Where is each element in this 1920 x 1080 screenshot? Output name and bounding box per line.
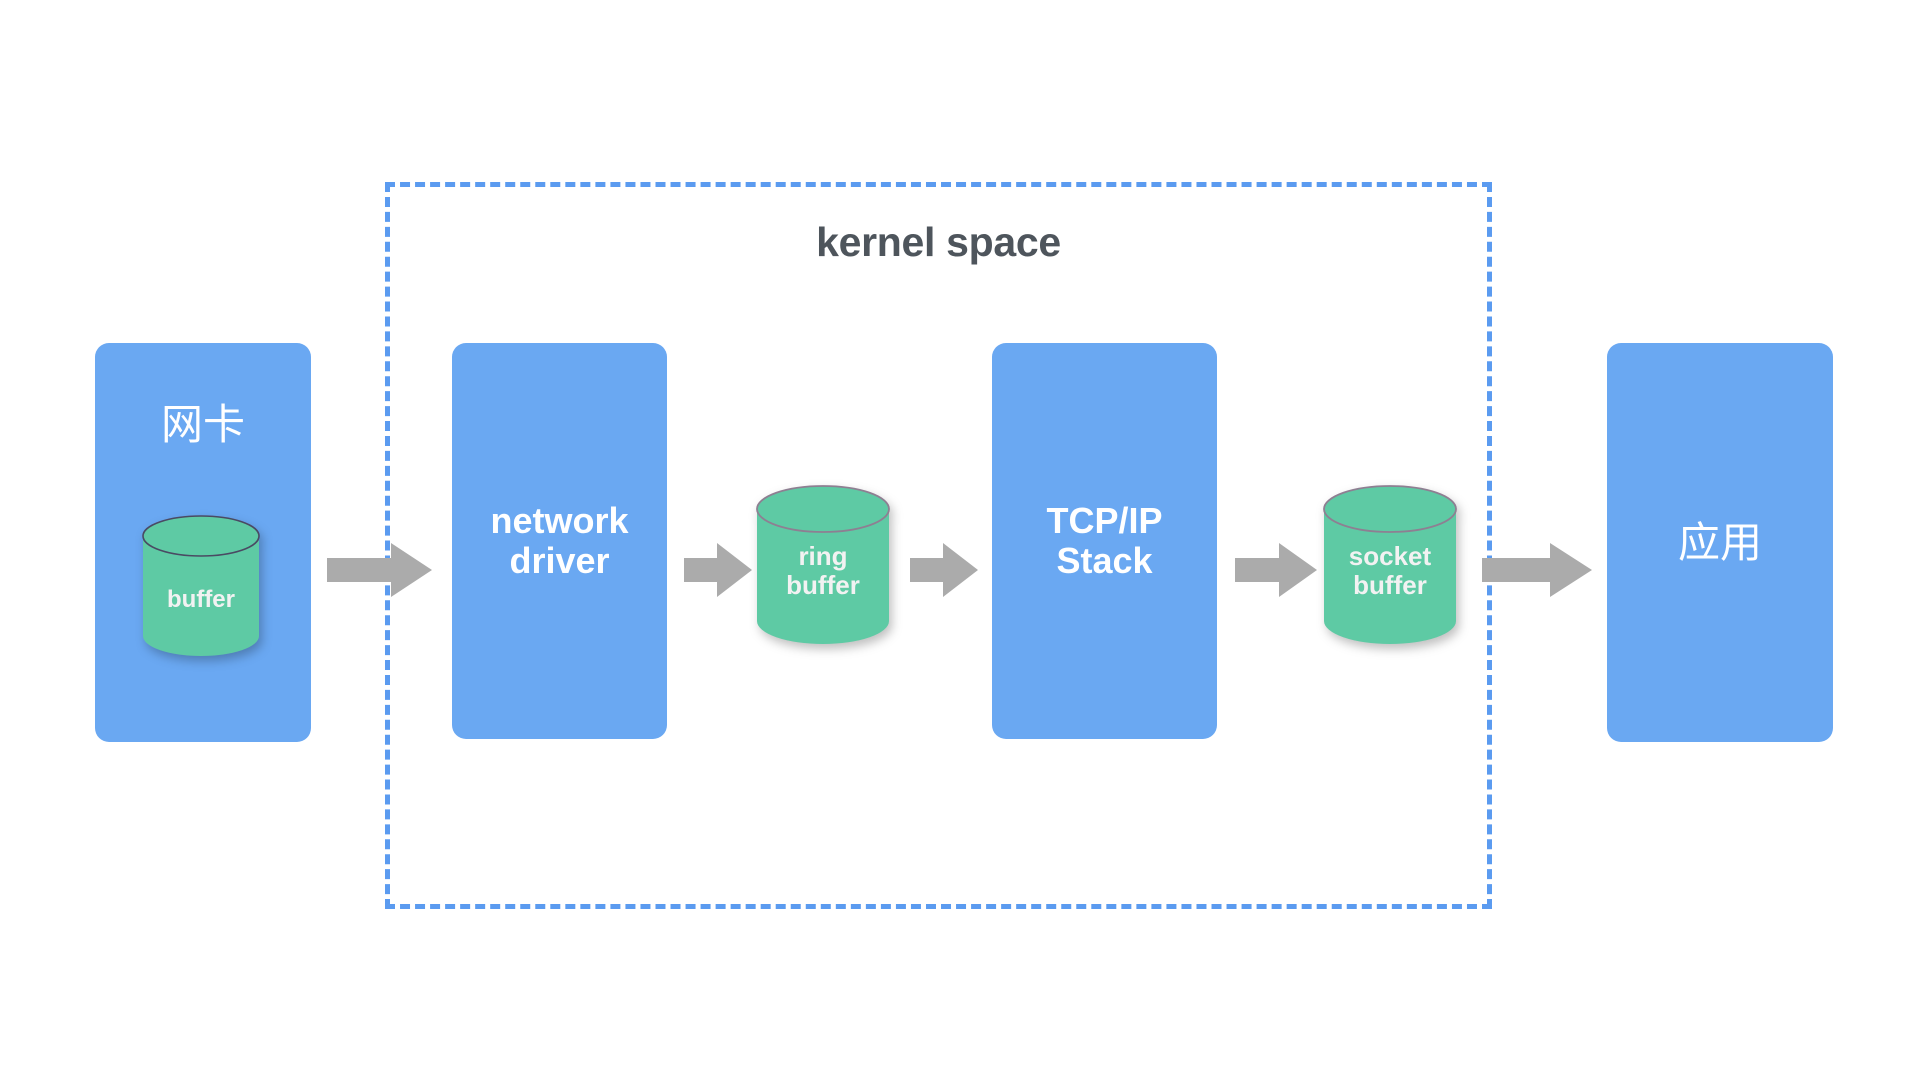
right-arrow-icon [327, 543, 432, 597]
node-network-driver[interactable]: network driver [452, 343, 667, 739]
arrow-tcpip-to-socket-buffer [1235, 543, 1317, 597]
node-tcpip-stack[interactable]: TCP/IP Stack [992, 343, 1217, 739]
cylinder-shape-icon [756, 485, 890, 644]
arrow-socket-buffer-to-app [1482, 543, 1592, 597]
buffer-cylinder-ring[interactable]: ring buffer [756, 485, 890, 645]
kernel-space-label: kernel space [816, 219, 1061, 265]
node-application[interactable]: 应用 [1607, 343, 1833, 742]
kernel-space-boundary [385, 182, 1492, 909]
buffer-cylinder-socket[interactable]: socket buffer [1323, 485, 1457, 645]
node-application-label: 应用 [1677, 518, 1762, 566]
node-network-driver-label: network driver [490, 499, 629, 581]
node-nic[interactable]: 网卡 [95, 343, 311, 742]
right-arrow-icon [910, 543, 978, 597]
node-nic-label: 网卡 [160, 401, 245, 448]
cylinder-shape-icon [1323, 485, 1457, 644]
buffer-cylinder-nic[interactable]: buffer [142, 515, 260, 657]
right-arrow-icon [684, 543, 752, 597]
arrow-nic-to-driver [327, 543, 432, 597]
cylinder-shape-icon [142, 515, 260, 656]
arrow-ring-buffer-to-tcpip [910, 543, 978, 597]
right-arrow-icon [1235, 543, 1317, 597]
right-arrow-icon [1482, 543, 1592, 597]
node-tcpip-stack-label: TCP/IP Stack [1046, 499, 1163, 581]
arrow-driver-to-ring-buffer [684, 543, 752, 597]
